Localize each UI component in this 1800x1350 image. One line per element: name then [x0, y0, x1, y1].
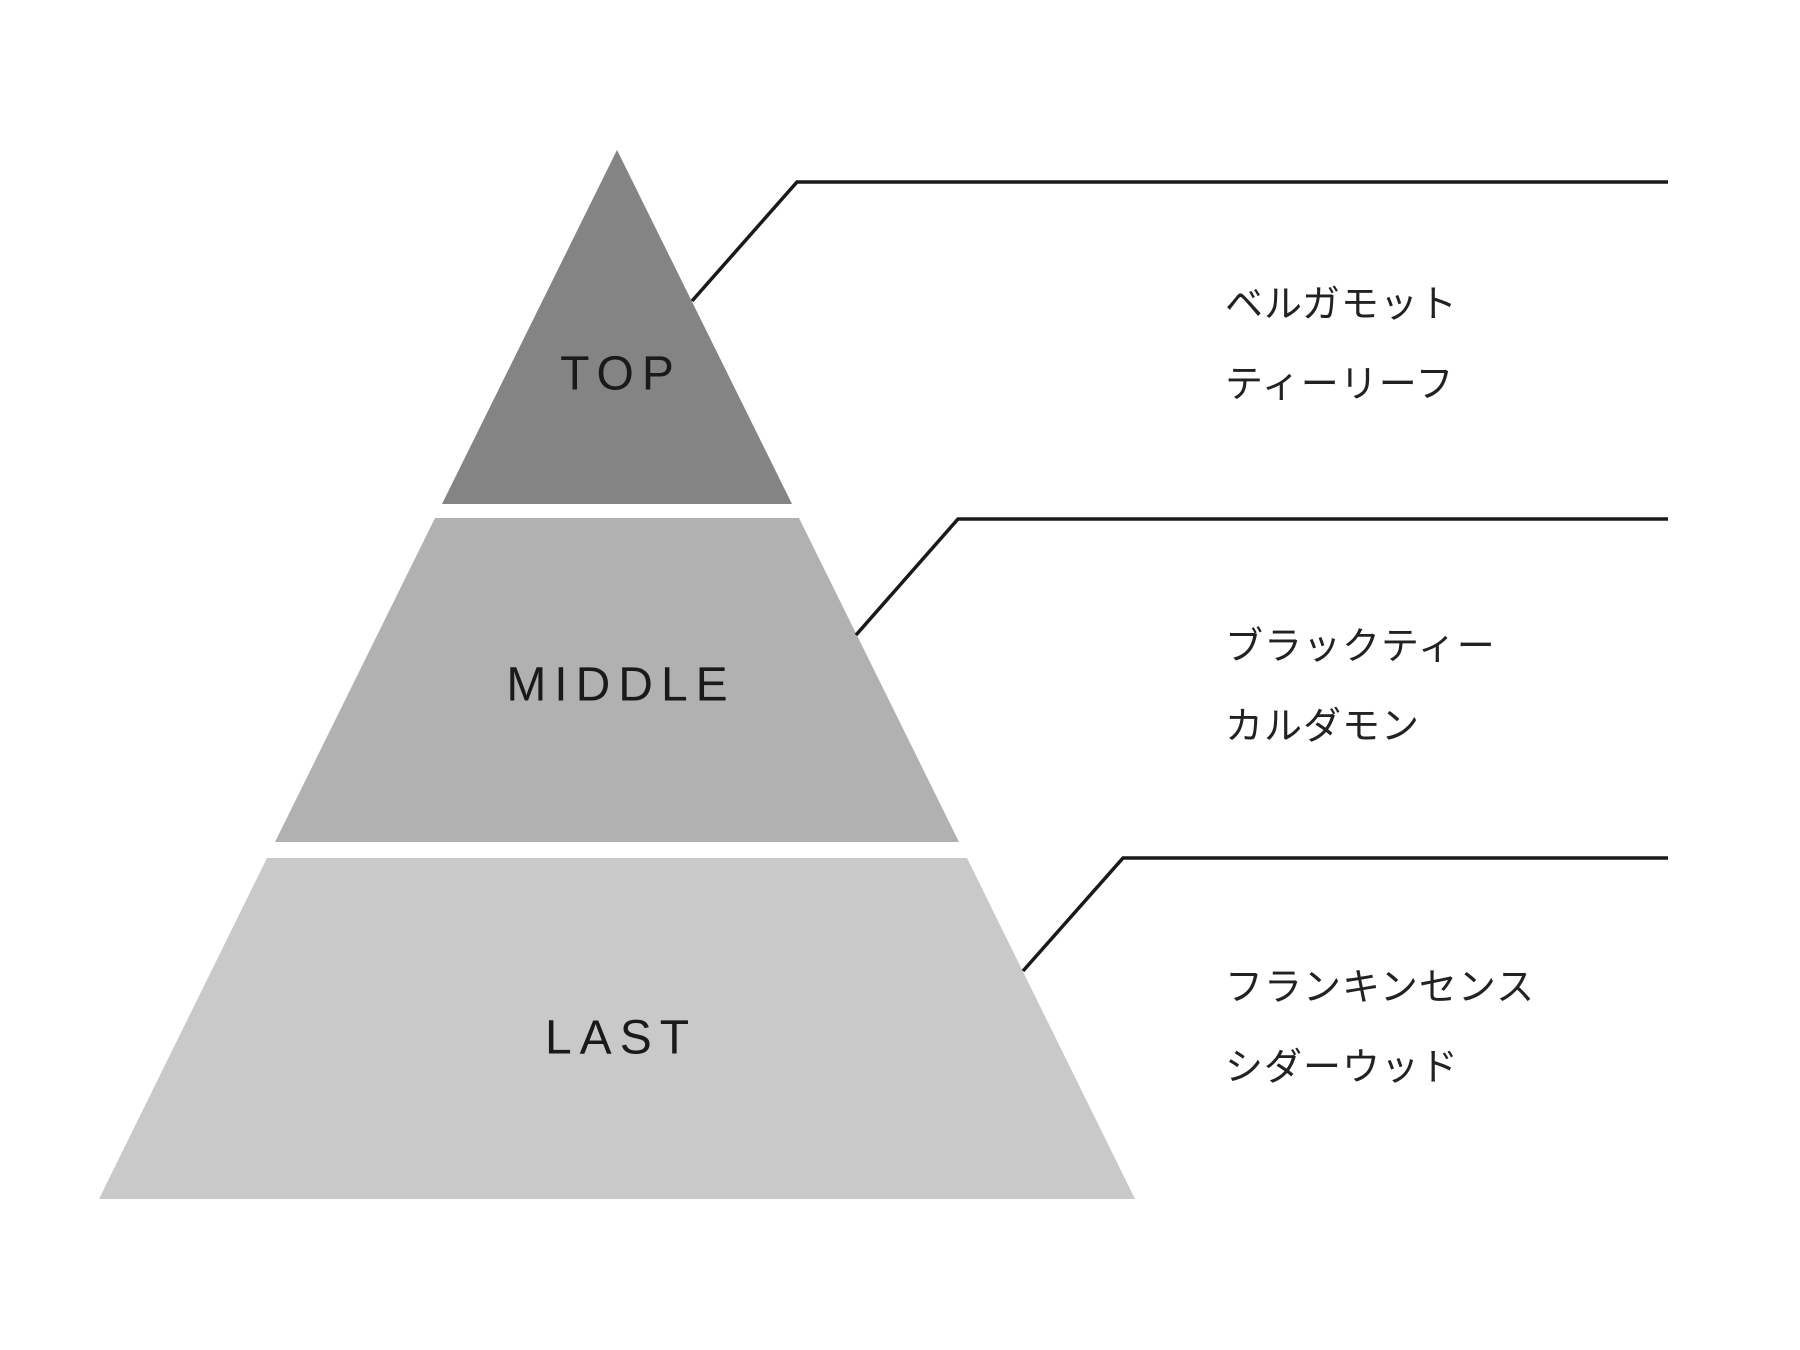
tier-label-top: TOP: [560, 347, 682, 401]
note-top-2: ティーリーフ: [1225, 364, 1455, 406]
note-last-2: シダーウッド: [1225, 1047, 1460, 1089]
notes-last: フランキンセンス シダーウッド: [1225, 948, 1535, 1108]
note-middle-2: カルダモン: [1225, 706, 1421, 748]
tier-label-middle: MIDDLE: [506, 658, 736, 712]
connector-line-last: [1021, 856, 1668, 973]
tier-shape-top: [442, 150, 792, 504]
tier-shape-last: [99, 858, 1135, 1199]
notes-middle: ブラックティー カルダモン: [1225, 607, 1496, 767]
note-last-1: フランキンセンス: [1225, 967, 1536, 1009]
notes-top: ベルガモット ティーリーフ: [1225, 265, 1458, 425]
note-middle-1: ブラックティー: [1225, 626, 1496, 668]
tier-shape-middle: [275, 518, 959, 842]
tier-label-last: LAST: [544, 1011, 698, 1065]
note-top-1: ベルガモット: [1225, 284, 1458, 326]
connector-line-top: [690, 180, 1668, 303]
connector-line-middle: [854, 517, 1668, 637]
